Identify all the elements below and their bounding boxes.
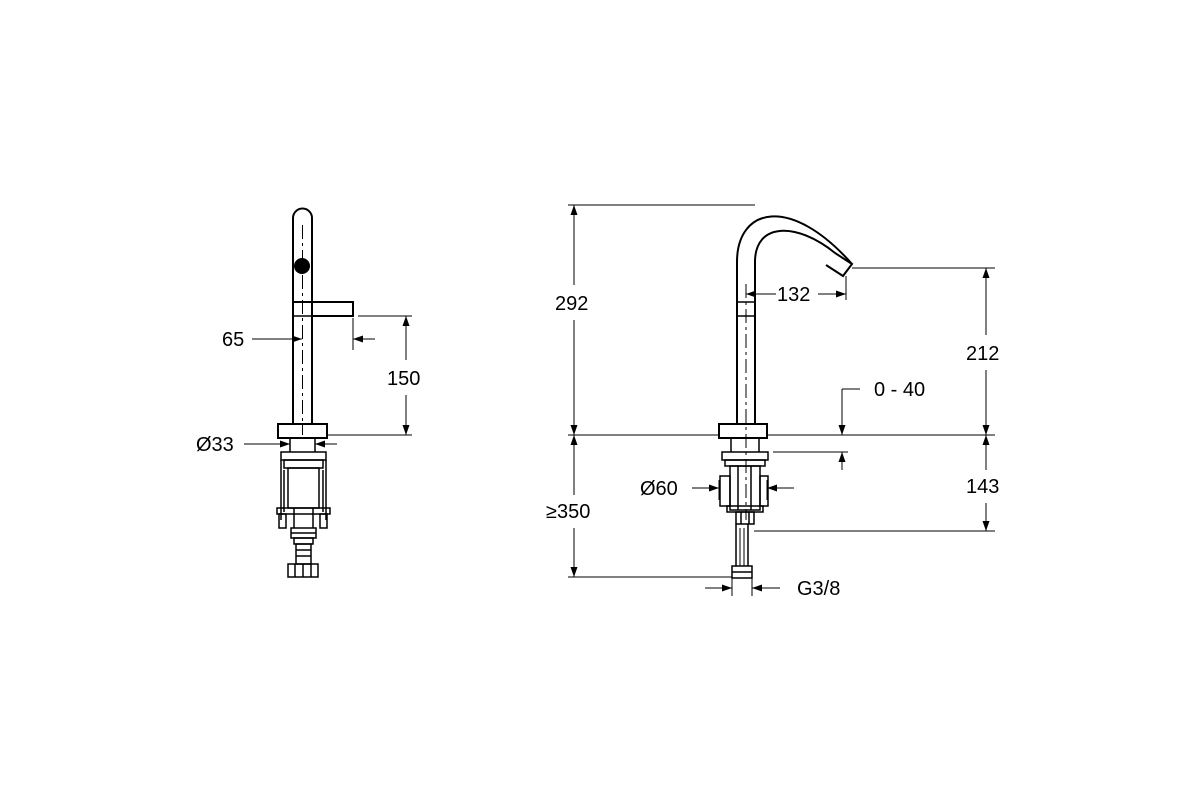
spout-reach-label: 132 bbox=[777, 284, 810, 306]
below-deck-clearance-label: ≥350 bbox=[546, 501, 590, 523]
side-view bbox=[276, 207, 354, 578]
spout-outer bbox=[736, 215, 853, 424]
total-height-label: 292 bbox=[555, 293, 588, 315]
side-mounting-assembly bbox=[276, 438, 331, 578]
side-body-outline bbox=[292, 207, 313, 424]
deck-thickness-label: 0 - 40 bbox=[874, 379, 925, 401]
sensor-icon bbox=[294, 258, 310, 274]
spout-outlet bbox=[825, 252, 854, 278]
spout-height-label: 212 bbox=[966, 343, 999, 365]
front-base bbox=[718, 423, 768, 439]
side-base bbox=[277, 423, 328, 439]
shank-length-label: 143 bbox=[966, 476, 999, 498]
side-lever-length-label: 65 bbox=[222, 329, 244, 351]
spout-inner bbox=[754, 229, 836, 424]
front-mounting-assembly bbox=[719, 438, 769, 579]
lever-handle bbox=[312, 301, 354, 317]
front-base-diameter-label: Ø60 bbox=[640, 478, 678, 500]
side-lever-height-label: 150 bbox=[387, 368, 420, 390]
front-view bbox=[718, 215, 854, 579]
side-dimensions bbox=[244, 315, 412, 450]
thread-label: G3/8 bbox=[797, 578, 840, 600]
side-base-diameter-label: Ø33 bbox=[196, 434, 234, 456]
front-dimensions bbox=[568, 204, 995, 596]
